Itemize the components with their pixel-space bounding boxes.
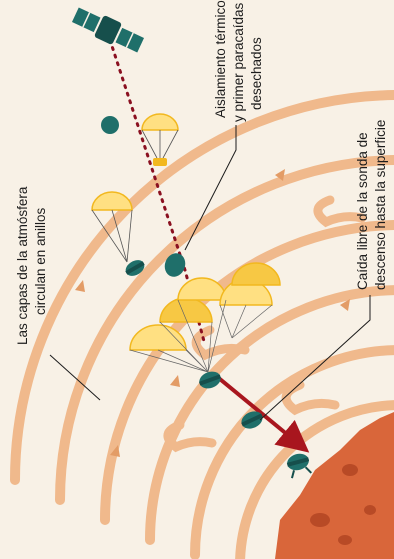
planet-surface [275, 412, 394, 559]
planet-spot [364, 505, 376, 515]
ring-loop-3 [286, 385, 335, 410]
probe-leg [290, 470, 296, 478]
planet-spot [342, 464, 358, 476]
parachute-icon [142, 114, 178, 166]
label-rings-line2: circulan en anillos [33, 207, 48, 315]
ring-arrow [170, 375, 180, 387]
chute-canopy [142, 114, 178, 130]
label-insulation-line2: y primer paracaídas [231, 2, 246, 122]
ring-arrow [75, 280, 85, 292]
planet-spot [310, 513, 330, 527]
chute-canopy [232, 263, 280, 285]
label-insulation-line3: desechados [249, 37, 264, 110]
label-rings-line1: Las capas de la atmósfera [15, 186, 30, 345]
chute-payload [153, 158, 167, 166]
planet-spot [338, 535, 352, 545]
label-insulation-line1: Aislamiento térmico [213, 0, 228, 118]
planet-body [275, 412, 394, 559]
label-freefall-line1: Caída libre de la sonda de [355, 132, 370, 290]
label-freefall-line2: descenso hasta la superficie [373, 120, 388, 290]
satellite-icon [70, 4, 145, 56]
probe-leg [306, 466, 312, 474]
heat-shield-icon [101, 116, 119, 134]
chute-canopy [92, 192, 132, 210]
